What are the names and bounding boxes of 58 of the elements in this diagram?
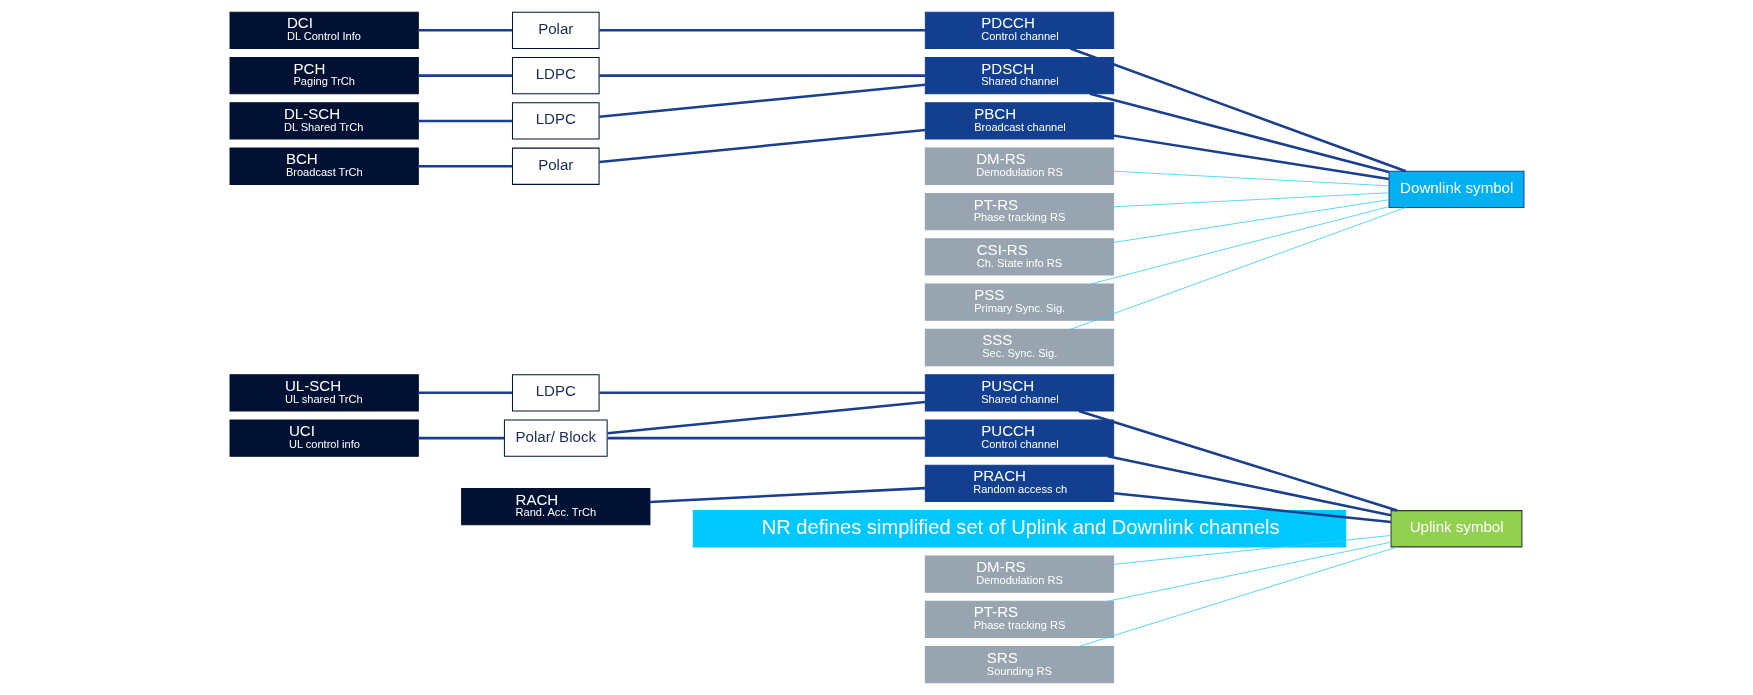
node-box: PDCCH Control channel (924, 11, 1114, 49)
connector (1112, 199, 1389, 243)
connector (1113, 491, 1391, 524)
node-box: Uplink symbol (1390, 510, 1522, 548)
node-box: PSS Primary Sync. Sig. (924, 283, 1114, 321)
node-box: DM-RS Demodulation RS (924, 147, 1114, 185)
node-box: DL-SCH DL Shared TrCh (229, 102, 419, 140)
node-box: UL-SCH UL shared TrCh (229, 374, 419, 412)
connector (1112, 535, 1391, 565)
connector (1106, 541, 1391, 602)
connector (606, 400, 925, 435)
node-box: PCH Paging TrCh (229, 57, 419, 95)
connector (598, 128, 925, 164)
node-box: PUSCH Shared channel (924, 374, 1114, 412)
node-box: PRACH Random access ch (924, 464, 1114, 503)
node-box: Downlink symbol (1388, 170, 1524, 209)
connector (1112, 192, 1389, 208)
node-box: Polar (511, 147, 600, 185)
connector (1077, 546, 1398, 647)
connector (1089, 206, 1389, 285)
node-box: SRS Sounding RS (924, 646, 1114, 684)
node-box: LDPC (511, 374, 600, 412)
node-box: RACH Rand. Acc. TrCh (460, 487, 650, 526)
connector (1077, 409, 1398, 512)
connector (418, 436, 504, 440)
node-box: Polar (511, 11, 600, 49)
connector (607, 436, 925, 440)
node-box: PT-RS Phase tracking RS (924, 600, 1114, 638)
connector (418, 29, 512, 32)
connector (649, 486, 925, 504)
node-box: BCH Broadcast TrCh (229, 147, 419, 185)
node-box: PT-RS Phase tracking RS (924, 192, 1114, 231)
node-box: Polar/ Block (503, 419, 608, 457)
connector (1069, 207, 1406, 330)
connector (418, 391, 512, 395)
connector (418, 119, 512, 123)
node-box: CSI-RS Ch. State info RS (924, 238, 1114, 276)
node-box: SSS Sec. Sync. Sig. (924, 328, 1114, 367)
connector (598, 391, 925, 395)
connector (1106, 455, 1391, 517)
node-box: LDPC (511, 102, 600, 140)
connector (1069, 47, 1406, 173)
node-box: LDPC (511, 57, 600, 95)
connector (598, 83, 925, 118)
connector (418, 74, 512, 77)
connector (1112, 170, 1389, 187)
node-box: DCI DL Control Info (229, 11, 419, 49)
node-box: DM-RS Demodulation RS (924, 555, 1114, 593)
connector (1113, 134, 1389, 181)
node-box: PUCCH Control channel (924, 419, 1114, 457)
node-box: UCI UL control info (229, 419, 419, 457)
node-box: PBCH Broadcast channel (924, 102, 1114, 140)
connector (1089, 92, 1389, 174)
connector (598, 74, 925, 77)
node-box: PDSCH Shared channel (924, 57, 1114, 95)
connector (598, 29, 925, 32)
connector (418, 165, 512, 168)
node-box: NR defines simplified set of Uplink and Downlink channels (692, 510, 1346, 548)
